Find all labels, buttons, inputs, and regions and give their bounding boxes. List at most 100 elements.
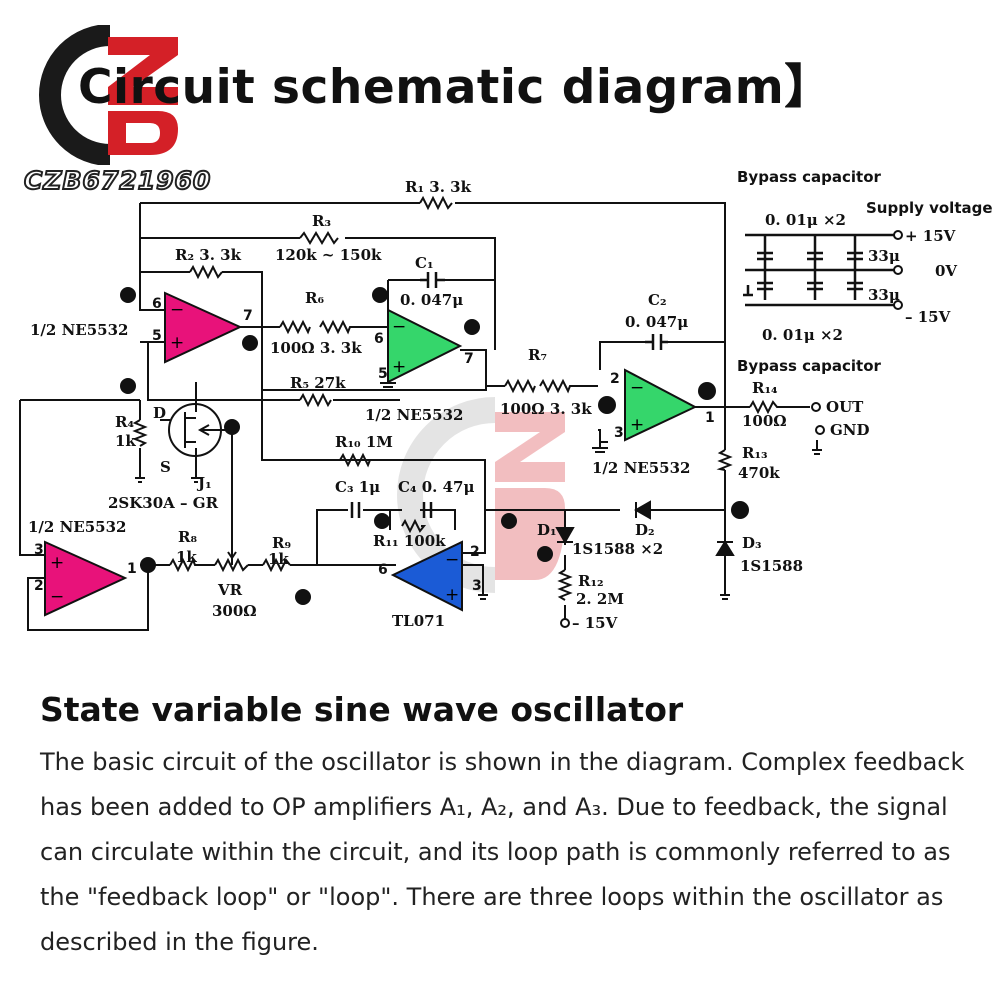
- svg-text:+: +: [445, 585, 459, 605]
- label-c3: C₃ 1μ: [335, 478, 380, 496]
- opamp-a3: − +: [624, 368, 698, 442]
- label-r8-value: 1k: [176, 548, 197, 566]
- label-r13-value: 470k: [738, 464, 780, 482]
- label-r14-value: 100Ω: [742, 412, 787, 430]
- resistors: [132, 195, 780, 601]
- label-r7: R₇: [528, 346, 547, 364]
- resistor-r7a: [504, 378, 536, 394]
- pin-a1-inv: 6: [152, 296, 162, 312]
- capacitor-c2: [645, 334, 668, 350]
- label-d1-part: 1S1588 ×2: [572, 540, 663, 558]
- svg-text:+: +: [630, 415, 644, 435]
- capacitors: [350, 233, 898, 518]
- pin-a2-noninv: 5: [378, 366, 388, 382]
- resistor-r3: [299, 231, 339, 245]
- page-title-bracket: 】: [784, 60, 832, 115]
- label-ne5532-a2: 1/2 NE5532: [365, 406, 463, 424]
- label-j1: J₁: [196, 474, 212, 492]
- bypass-caps: [757, 235, 863, 300]
- capacitor-c1: [420, 272, 445, 288]
- resistor-r12: [557, 569, 573, 601]
- ground-symbols: [135, 382, 822, 600]
- label-c4: C₄ 0. 47μ: [398, 478, 474, 496]
- svg-text:−: −: [445, 550, 459, 570]
- label-r11: R₁₁ 100k: [373, 532, 446, 550]
- label-r9: R₉: [272, 534, 291, 552]
- terminals: [560, 230, 903, 628]
- label-ne5532-a1: 1/2 NE5532: [30, 321, 128, 339]
- label-supply: Supply voltage: [866, 199, 993, 217]
- annotation-labels: Bypass capacitor Supply voltage Bypass c…: [737, 168, 993, 375]
- pin-a2-out: 7: [464, 351, 474, 367]
- label-bypass-c-top: 0. 01μ ×2: [765, 211, 846, 229]
- label-d3: D₃: [742, 534, 762, 552]
- resistor-r4: [132, 419, 148, 447]
- paragraph-line-2: has been added to OP amplifiers A₁, A₂, …: [40, 793, 948, 821]
- diode-d2: [633, 500, 651, 520]
- label-r12-value: 2. 2M: [576, 590, 624, 608]
- label-c1-value: 0. 047μ: [400, 291, 463, 309]
- label-ne5532-a3: 1/2 NE5532: [592, 459, 690, 477]
- paragraph-line-3: can circulate within the circuit, and it…: [40, 838, 951, 866]
- resistor-r6b: [319, 319, 360, 335]
- label-r12: R₁₂: [578, 572, 604, 590]
- svg-text:−: −: [630, 378, 644, 398]
- opamp-a1: − +: [164, 291, 243, 364]
- node-markers: [120, 287, 749, 605]
- label-bypass-c-bottom: 0. 01μ ×2: [762, 326, 843, 344]
- label-r3: R₃: [312, 212, 331, 230]
- svg-text:+: +: [392, 357, 406, 377]
- potentiometer-vr: [214, 557, 249, 573]
- jfet-j1: [168, 382, 232, 478]
- resistor-r7b: [539, 378, 580, 394]
- resistor-r11: [401, 518, 427, 534]
- label-c1: C₁: [415, 254, 434, 272]
- pin-tl071-inv: 2: [470, 544, 480, 560]
- description-paragraph: The basic circuit of the oscillator is s…: [40, 740, 985, 965]
- label-vr: VR: [217, 581, 243, 599]
- svg-text:+: +: [170, 333, 184, 353]
- resistor-r8: [169, 557, 200, 573]
- label-r14: R₁₄: [752, 379, 778, 397]
- paragraph-line-4: the "feedback loop" or "loop". There are…: [40, 883, 944, 911]
- label-out: OUT: [826, 398, 864, 416]
- paragraph-line-1: The basic circuit of the oscillator is s…: [40, 748, 965, 776]
- resistor-r1: [419, 195, 453, 211]
- label-r8: R₈: [178, 528, 197, 546]
- pin-numbers: 6 5 7 6 5 7 2 3 1 3 2 1 2 3 6: [34, 296, 715, 594]
- label-d-pin: D: [153, 404, 166, 422]
- label-r3-value: 120k ~ 150k: [275, 246, 382, 264]
- label-bypass-top: Bypass capacitor: [737, 168, 882, 186]
- label-s-pin: S: [160, 458, 171, 476]
- label-r6-value: 100Ω 3. 3k: [270, 339, 362, 357]
- resistor-r5: [299, 392, 332, 408]
- label-r10: R₁₀ 1M: [335, 433, 393, 451]
- logo-c-arc: [39, 25, 111, 165]
- label-r9-value: 1k: [268, 550, 289, 568]
- diodes: [555, 500, 735, 556]
- capacitor-c3: [350, 502, 361, 518]
- label-gnd: GND: [830, 421, 870, 439]
- label-r5: R₅ 27k: [290, 374, 346, 392]
- label-cap33-bottom: 33μ: [868, 286, 900, 304]
- label-ne5532-a4: 1/2 NE5532: [28, 518, 126, 536]
- pin-a1-out: 7: [243, 308, 253, 324]
- capacitor-c4: [422, 502, 433, 518]
- label-v-neg: – 15V: [905, 308, 951, 326]
- resistor-r14: [749, 399, 780, 415]
- label-r6: R₆: [305, 289, 324, 307]
- pin-tl071-out: 6: [378, 562, 388, 578]
- pin-a3-out: 1: [705, 410, 715, 426]
- label-r4-value: 1k: [115, 432, 136, 450]
- label-r4: R₄: [115, 413, 134, 431]
- resistor-r9: [262, 557, 291, 573]
- page-title: Circuit schematic diagram】: [78, 48, 832, 117]
- potentiometer-wiper: [227, 545, 237, 560]
- logo-z-shape: [108, 37, 178, 105]
- pin-tl071-noninv: 3: [472, 578, 482, 594]
- resistor-r13: [716, 449, 733, 471]
- pin-a1-noninv: 5: [152, 328, 162, 344]
- label-c2-value: 0. 047μ: [625, 313, 688, 331]
- resistor-r10: [339, 452, 371, 468]
- pin-a4-inv: 2: [34, 578, 44, 594]
